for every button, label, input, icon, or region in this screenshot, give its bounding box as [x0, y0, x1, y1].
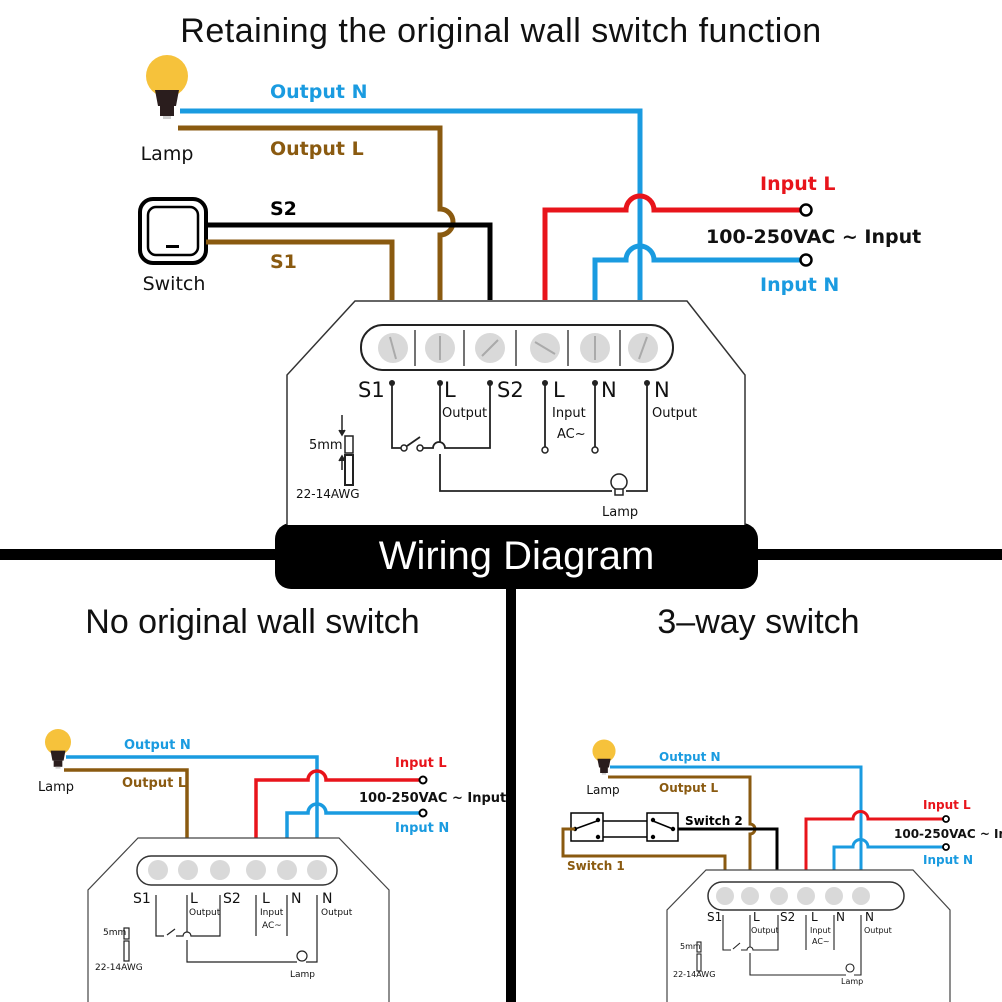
right-input-l-label: Input L: [923, 798, 971, 812]
wiring-diagram-banner: Wiring Diagram: [275, 523, 758, 589]
s2-label: S2: [270, 198, 297, 220]
right-diagram: Lamp Output N Output L Switch 2 S: [561, 739, 1002, 1002]
right-input-n-label: Input N: [923, 853, 973, 867]
right-section-title: 3–way switch: [657, 603, 860, 641]
divider-right: [752, 549, 1002, 560]
wire-strip-indicator: [338, 415, 354, 486]
right-input-voltage-label: 100-250VAC ~ Input: [894, 827, 1002, 841]
strip-length-label: 5mm: [309, 438, 343, 453]
divider-left: [0, 549, 280, 560]
svg-text:Output: Output: [864, 926, 892, 935]
wall-switch-icon: [138, 197, 208, 265]
svg-text:5mm: 5mm: [103, 928, 126, 938]
svg-text:L: L: [190, 891, 198, 907]
svg-text:Input: Input: [260, 908, 284, 918]
schematic-lamp-label: Lamp: [602, 505, 638, 520]
svg-text:22-14AWG: 22-14AWG: [673, 970, 715, 979]
right-output-l-label: Output L: [659, 781, 719, 795]
output-l-label: Output L: [270, 138, 364, 160]
left-lamp-icon: [44, 728, 72, 769]
svg-text:S2: S2: [223, 891, 241, 907]
svg-text:AC~: AC~: [262, 921, 282, 931]
svg-text:AC~: AC~: [812, 937, 830, 946]
main-title: Retaining the original wall switch funct…: [180, 12, 822, 50]
svg-text:L: L: [262, 891, 270, 907]
left-lamp-label: Lamp: [38, 780, 74, 795]
svg-text:S2: S2: [780, 910, 795, 924]
svg-text:S1: S1: [707, 910, 722, 924]
svg-text:N: N: [291, 891, 301, 907]
input-n-terminal: [799, 253, 813, 267]
wire-gauge-label: 22-14AWG: [296, 487, 360, 501]
left-section-title: No original wall switch: [85, 603, 420, 641]
switch-1-label: Switch 1: [567, 859, 625, 873]
left-output-l-label: Output L: [122, 776, 186, 791]
terminal-input-sublabel: Input: [552, 406, 586, 421]
right-lamp-icon: [592, 739, 616, 775]
terminal-s2-label: S2: [497, 378, 524, 402]
svg-text:5mm: 5mm: [680, 942, 701, 951]
internal-schematic: [391, 384, 648, 492]
left-input-voltage-label: 100-250VAC ~ Input: [359, 791, 506, 806]
switch-2-label: Switch 2: [685, 814, 743, 828]
input-l-label: Input L: [760, 173, 836, 195]
terminal-n-output-label: N: [654, 378, 670, 402]
svg-text:N: N: [865, 910, 874, 924]
switch-2-icon: [646, 812, 679, 842]
svg-text:Lamp: Lamp: [841, 977, 863, 986]
left-output-n-label: Output N: [124, 738, 191, 753]
svg-text:S1: S1: [133, 891, 151, 907]
schematic-lamp-icon: [610, 473, 628, 496]
svg-text:Output: Output: [751, 926, 779, 935]
terminal-n-input-label: N: [601, 378, 617, 402]
terminal-output-sublabel: Output: [442, 406, 487, 421]
svg-text:N: N: [322, 891, 332, 907]
ac-label: AC~: [557, 427, 586, 442]
input-n-wire: [592, 243, 800, 300]
s1-label: S1: [270, 251, 297, 273]
input-l-wire: [542, 193, 800, 300]
left-input-l-label: Input L: [395, 756, 447, 771]
switch-1-icon: [570, 812, 604, 842]
svg-text:Lamp: Lamp: [290, 970, 315, 980]
svg-text:Output: Output: [189, 908, 221, 918]
terminal-s1-label: S1: [358, 378, 385, 402]
output-n-label: Output N: [270, 81, 368, 103]
svg-text:L: L: [811, 910, 818, 924]
svg-text:Input: Input: [810, 926, 831, 935]
output-l-wire: [178, 125, 456, 300]
left-diagram: Lamp Output N Output L Input L 100-250VA…: [38, 728, 506, 1002]
svg-text:Output: Output: [321, 908, 353, 918]
svg-text:L: L: [753, 910, 760, 924]
right-output-n-label: Output N: [659, 750, 721, 764]
input-l-terminal: [799, 203, 813, 217]
s1-wire: [206, 239, 395, 300]
lamp-label: Lamp: [141, 143, 194, 165]
divider-vertical: [506, 589, 516, 1002]
input-voltage-label: 100-250VAC ~ Input: [706, 226, 921, 248]
s2-wire: [206, 222, 493, 300]
terminal-l-output-label: L: [444, 378, 456, 402]
svg-text:N: N: [836, 910, 845, 924]
input-n-label: Input N: [760, 274, 839, 296]
left-input-n-label: Input N: [395, 821, 449, 836]
terminal-n-output-sublabel: Output: [652, 406, 697, 421]
switch-label: Switch: [143, 273, 206, 295]
terminal-l-input-label: L: [553, 378, 565, 402]
svg-text:22-14AWG: 22-14AWG: [95, 963, 143, 973]
output-n-wire: [180, 108, 643, 300]
right-lamp-label: Lamp: [586, 783, 619, 797]
